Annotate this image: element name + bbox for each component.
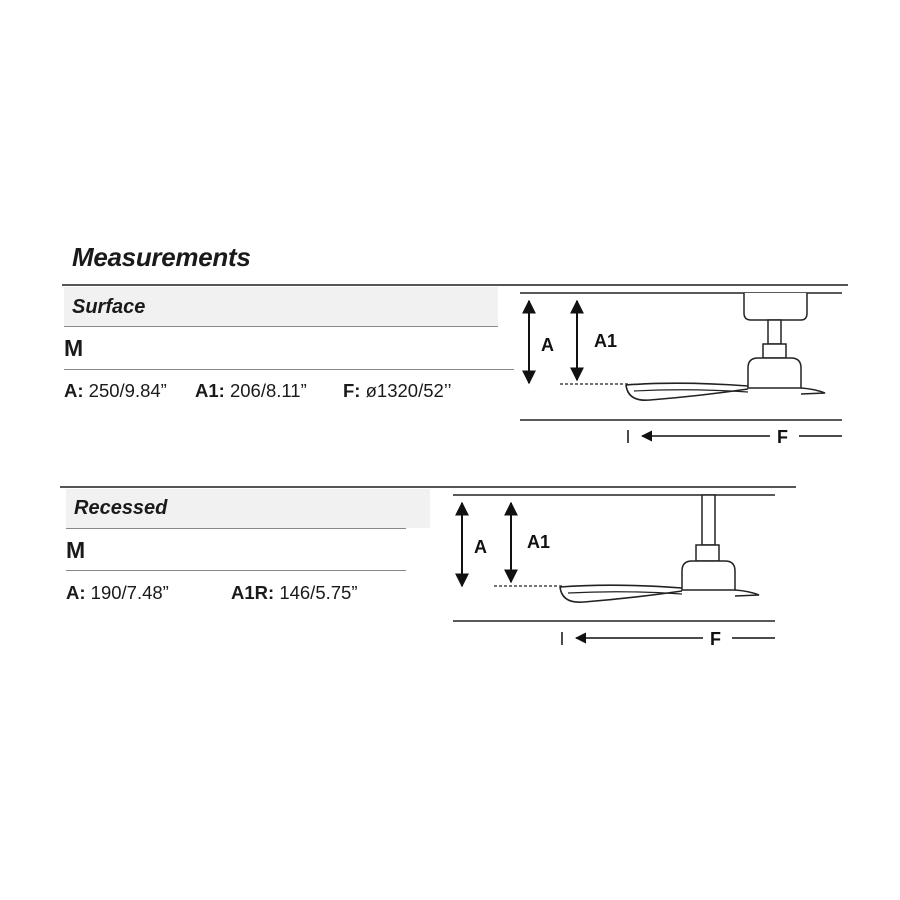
surface-collar: [762, 343, 787, 359]
recessed-label-f: F: [710, 629, 721, 649]
recessed-collar: [695, 544, 720, 562]
surface-spec-a1: A1: 206/8.11”: [195, 380, 307, 401]
surface-label-f: F: [777, 427, 788, 447]
recessed-blade-left-2: [559, 584, 683, 589]
surface-spec-f: F: ø1320/52’’: [343, 380, 452, 401]
surface-specs: A: 250/9.84” A1: 206/8.11” F: ø1320/52’’: [64, 380, 452, 402]
recessed-blade-right: [734, 589, 760, 597]
surface-blade-right: [800, 387, 826, 395]
recessed-motor: [681, 560, 736, 591]
recessed-section-title: Recessed: [74, 497, 168, 519]
surface-top-rule: [62, 284, 848, 286]
surface-section-header: Surface: [64, 287, 498, 327]
surface-label-a1: A1: [594, 331, 617, 351]
surface-blade-left-3: [633, 389, 749, 393]
surface-canopy: [743, 293, 808, 321]
recessed-downrod: [701, 494, 716, 546]
recessed-model-label: M: [66, 537, 86, 563]
recessed-specs: A: 190/7.48” A1R: 146/5.75”: [66, 582, 358, 604]
surface-model-label: M: [64, 335, 84, 361]
surface-header-rule: [64, 326, 498, 327]
surface-downrod: [767, 319, 782, 345]
surface-motor: [747, 357, 802, 389]
surface-model-rule: [64, 369, 514, 370]
surface-blade-left-2: [625, 382, 749, 387]
recessed-section-header: Recessed: [66, 489, 430, 528]
recessed-model-rule: [66, 570, 406, 571]
recessed-spec-a: A: 190/7.48”: [66, 582, 169, 603]
recessed-label-a: A: [474, 537, 487, 557]
recessed-spec-a1r: A1R: 146/5.75”: [231, 582, 358, 603]
surface-label-a: A: [541, 335, 554, 355]
recessed-label-a1: A1: [527, 532, 550, 552]
surface-blade-left: [625, 384, 749, 402]
surface-section-title: Surface: [72, 296, 146, 318]
recessed-blade-left: [559, 586, 683, 604]
recessed-header-rule: [66, 528, 406, 529]
recessed-top-rule: [60, 486, 796, 488]
surface-spec-a: A: 250/9.84”: [64, 380, 167, 401]
page-title: Measurements: [72, 242, 251, 272]
recessed-blade-left-3: [567, 591, 683, 595]
